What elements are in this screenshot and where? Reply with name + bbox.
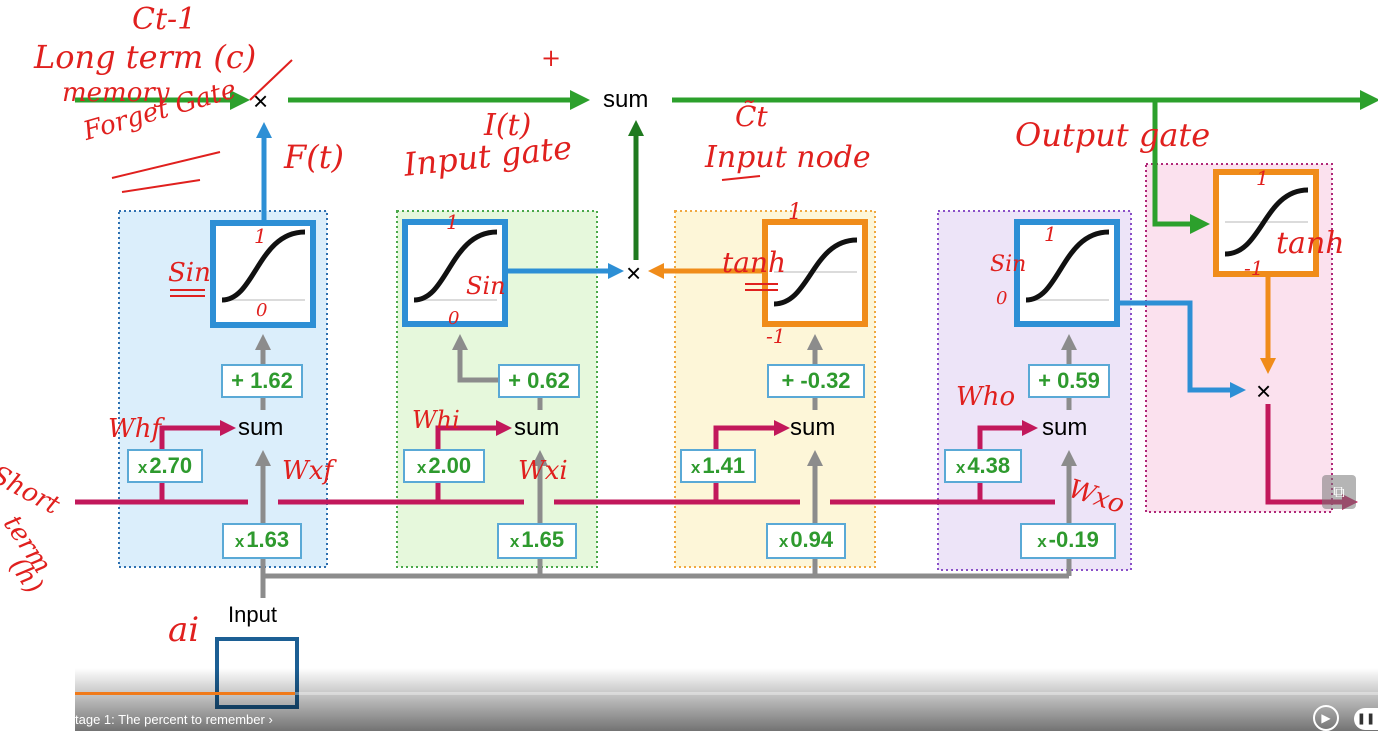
candidate-bias: + -0.32 [767, 364, 865, 398]
input-sigmoid [402, 219, 508, 327]
input-weight-input-value: 1.65 [521, 527, 565, 552]
annot-one-forget: 1 [254, 224, 267, 248]
weight-prefix: x [1037, 532, 1047, 551]
output-gate-to-mult [1120, 300, 1246, 398]
forget-weight-short: x2.70 [127, 449, 203, 483]
forget-sum: sum [238, 414, 284, 441]
candidate-tanh [762, 219, 868, 327]
candidate-sum: sum [790, 414, 836, 441]
output-tanh [1213, 169, 1319, 277]
input-sum: sum [514, 414, 560, 441]
annot-sin-forget: Sin [168, 258, 211, 288]
output-sum: sum [1042, 414, 1088, 441]
cast-icon[interactable]: ⧉ [1322, 475, 1356, 509]
forget-bias: + 1.62 [221, 364, 303, 398]
output-weight-input: x-0.19 [1020, 523, 1116, 559]
annot-ai: ai [168, 610, 200, 650]
annot-ft: F(t) [284, 138, 345, 176]
annot-plus: + [541, 44, 562, 72]
input-weight-short-value: 2.00 [428, 453, 472, 478]
long-term-slash [249, 59, 293, 101]
output-sigmoid [1014, 219, 1120, 327]
annot-tanh-output: tanh [1276, 226, 1345, 261]
weight-prefix: x [509, 532, 520, 551]
weight-prefix: x [690, 458, 701, 477]
candidate-weight-short-value: 1.41 [702, 453, 746, 478]
input-bias: + 0.62 [498, 364, 580, 398]
forget-weight-input: x1.63 [222, 523, 302, 559]
tanh-underline [745, 283, 778, 291]
weight-prefix: x [955, 458, 966, 477]
input-label: Input [228, 602, 277, 627]
long-term-branch [1152, 100, 1210, 234]
progress-played [75, 692, 295, 695]
annot-memory: memory [62, 78, 170, 108]
annot-zero-output: 0 [996, 288, 1008, 309]
candidate-weight-input-value: 0.94 [790, 527, 834, 552]
forget-multiply: × [253, 86, 269, 116]
annot-sin-output: Sin [990, 252, 1027, 277]
annot-sin-input: Sin [466, 272, 506, 300]
forget-underline [111, 151, 221, 193]
output-weight-input-value: -0.19 [1048, 527, 1099, 552]
annot-zero-forget: 0 [256, 300, 268, 321]
input-multiply: × [626, 258, 642, 288]
forget-weight-short-value: 2.70 [149, 453, 193, 478]
annot-one-input: 1 [446, 210, 459, 234]
weight-prefix: x [778, 532, 789, 551]
chapter-title[interactable]: tage 1: The percent to remember › [75, 712, 273, 727]
annot-output-gate: Output gate [1015, 116, 1211, 154]
video-controls-overlay [75, 668, 1378, 731]
annot-minus-one-candidate: -1 [766, 324, 786, 348]
candidate-weight-input: x0.94 [766, 523, 846, 559]
forget-weight-input-value: 1.63 [246, 527, 290, 552]
weight-prefix: x [137, 458, 148, 477]
output-weight-short-value: 4.38 [967, 453, 1011, 478]
annot-whi: Whi [412, 406, 460, 434]
annot-one-candidate: 1 [788, 200, 802, 225]
weight-prefix: x [416, 458, 427, 477]
chevron-right-icon: › [268, 712, 273, 727]
annot-minus-one-out: -1 [1244, 256, 1264, 280]
top-sum-label: sum [603, 86, 649, 113]
input-weight-input: x1.65 [497, 523, 577, 559]
annot-whf: Whf [108, 414, 162, 444]
progress-bar[interactable] [75, 692, 1378, 695]
weight-prefix: x [234, 532, 245, 551]
output-bias: + 0.59 [1028, 364, 1110, 398]
output-weight-short: x4.38 [944, 449, 1022, 483]
chapter-label: tage 1: The percent to remember [75, 712, 265, 727]
sin-underline [170, 289, 205, 297]
annot-who: Who [956, 382, 1016, 412]
play-icon[interactable]: ▶ [1313, 705, 1339, 731]
annot-zero-input: 0 [448, 308, 460, 329]
annot-wxi: Wxi [518, 456, 568, 486]
forget-sigmoid [210, 220, 316, 328]
annot-long-term: Long term (c) [34, 38, 257, 76]
annot-input-node: Input node [705, 140, 871, 175]
annot-one-out-tanh: 1 [1256, 166, 1269, 190]
pause-icon[interactable]: ❚❚ [1354, 708, 1378, 730]
annot-one-output: 1 [1044, 222, 1057, 246]
annot-wxf: Wxf [282, 456, 334, 486]
candidate-weight-short: x1.41 [680, 449, 756, 483]
annot-it: I(t) [484, 108, 532, 143]
output-multiply: × [1256, 376, 1272, 406]
annot-tanh-candidate: tanh [722, 246, 787, 279]
annot-ct-tilde: C̃t [735, 100, 768, 133]
input-weight-short: x2.00 [403, 449, 485, 483]
annot-ct1: Ct-1 [132, 2, 197, 37]
input-node-underline [721, 175, 761, 181]
